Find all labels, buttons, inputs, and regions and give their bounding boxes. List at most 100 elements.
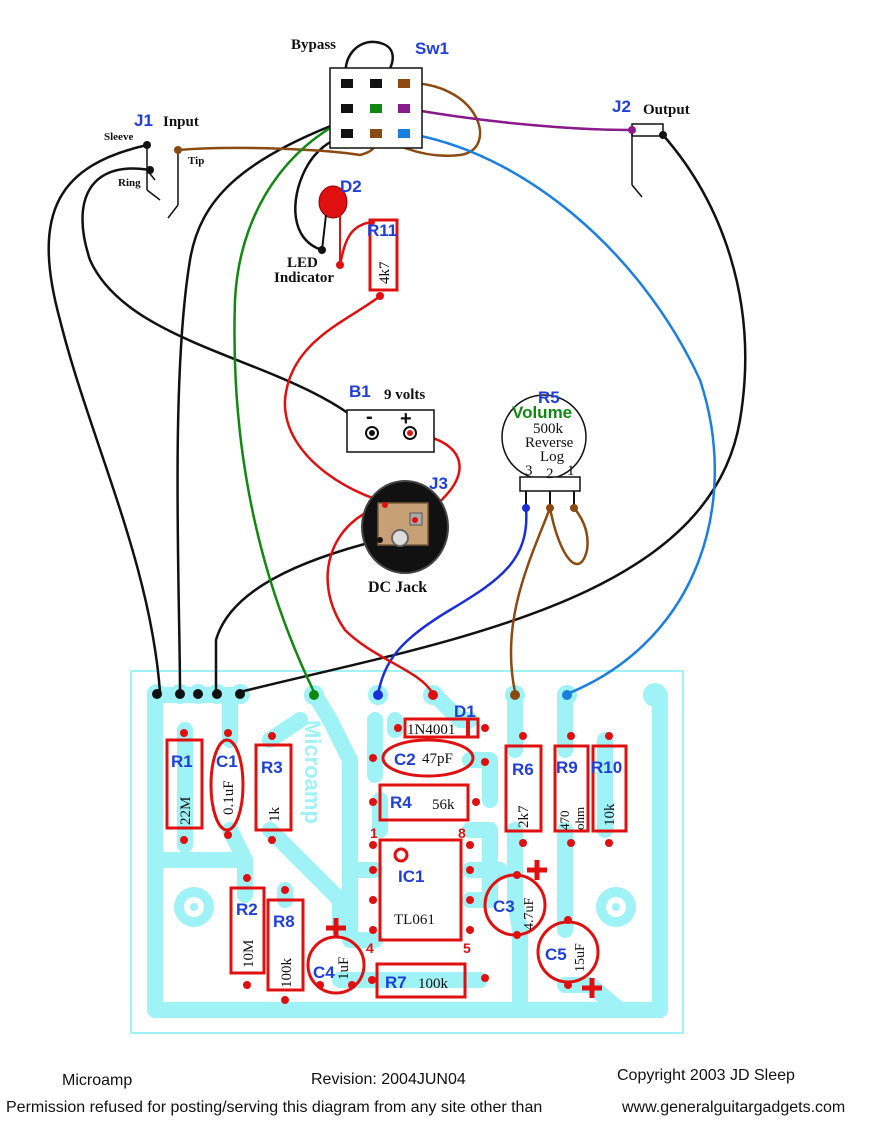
r6-body [504,744,543,833]
r11-value: 4k7 [377,261,393,284]
wire-ring-battery [81,167,374,435]
sleeve-label: Sleeve [104,131,133,143]
r11-resistor [368,218,399,300]
r10-body [591,744,628,833]
r6-label: R6 [512,760,534,779]
footswitch [329,67,423,149]
wire-blue-out [402,131,717,696]
r8-label: R8 [273,912,295,931]
wire-dc-pcb [326,503,435,696]
volume-pot [501,394,587,512]
footer-name: Microamp [62,1072,132,1089]
pot-pin2-label: 2 [546,466,554,482]
led-label-1: LED [287,255,318,271]
wire-bypass-loop [344,40,394,85]
r8-value: 100k [279,958,295,989]
footer-revision: Revision: 2004JUN04 [311,1071,466,1088]
j3-label: J3 [429,474,448,493]
r5-label: R5 [538,388,560,407]
r7-body [375,962,467,999]
wire-dcjack [214,538,382,694]
pcb-title: Microamp [300,720,325,824]
wire-pot-pin3 [376,506,528,696]
led-indicator [318,185,348,269]
bypass-label: Bypass [291,37,336,53]
r9-label: R9 [556,758,578,777]
r2-label: R2 [236,900,258,919]
r4-value: 56k [432,797,455,813]
ring-label: Ring [118,177,141,189]
dc-jack [361,480,449,574]
j2-label: J2 [612,97,631,116]
j2-tip-lug [628,126,636,134]
footer-permission: Permission refused for posting/serving t… [6,1099,542,1116]
pot-pin1-label: 1 [567,463,575,479]
r9-value-2: ohm [572,807,587,830]
r8-body [266,898,305,992]
mounting-hole-right [596,887,636,927]
tip-label: Tip [188,155,204,167]
wire-switch-pcb [176,118,348,694]
r3-value: 1k [267,807,283,823]
ic1-pin4: 4 [366,940,374,956]
r10-value: 10k [602,803,618,826]
j1-sleeve-lug [143,141,151,149]
pot-pin3-label: 3 [525,463,533,479]
input-jack [146,145,179,219]
battery-plus: + [400,408,412,430]
wire-sleeve [47,143,162,694]
r1-value: 22M [178,797,194,825]
j1-label: J1 [134,111,153,130]
j1-ring-lug [146,166,154,174]
output-jack [631,123,664,198]
mounting-hole-left [174,887,214,927]
r7-label: R7 [385,973,407,992]
component-labels: R1 22M C1 0.1uF R3 1k D1 1N4001 C2 47pF … [171,702,622,992]
c3-label: C3 [493,897,515,916]
b1-label: B1 [349,382,371,401]
c5-value: 15uF [573,943,588,972]
r10-label: R10 [591,758,622,777]
wire-purple [402,106,634,132]
pot-value: 500k [533,421,564,437]
component-leads [180,724,613,1004]
ic1-pin5: 5 [463,940,471,956]
wire-led-red [338,220,374,267]
dc-jack-label: DC Jack [368,579,427,596]
sw1-label: Sw1 [415,39,449,58]
cap-polarity-marks [326,860,602,998]
pcb-wire-endpoints [152,689,572,700]
r7-value: 100k [418,976,449,992]
d2-label: D2 [340,177,362,196]
wire-r11-dc [283,294,402,507]
footer-copyright: Copyright 2003 JD Sleep [617,1067,795,1084]
ic1-pin1: 1 [370,825,378,841]
c4-label: C4 [313,963,335,982]
wire-pot-loop [548,506,589,566]
j2-sleeve-lug [659,131,667,139]
led-label-2: Indicator [274,270,334,286]
battery [346,409,435,453]
c4-value: 1uF [336,957,352,980]
d1-body [403,717,480,739]
volume-label: Volume [512,403,572,422]
r9-value-1: 470 [557,811,572,831]
c1-body [209,738,245,832]
r11-label: R11 [367,221,397,240]
input-label: Input [163,114,199,130]
c2-value: 47pF [422,751,453,767]
c5-label: C5 [545,945,567,964]
battery-minus: - [366,406,373,428]
r2-body [229,886,266,975]
wire-output-sleeve [238,133,747,694]
d1-label: D1 [454,702,476,721]
pcb-components [165,717,628,999]
b1-value: 9 volts [384,387,425,403]
r4-label: R4 [390,793,412,812]
wire-pot-wiper [509,506,552,694]
r3-body [254,743,293,832]
ic1-value: TL061 [394,912,435,928]
ic1-body [378,838,463,942]
